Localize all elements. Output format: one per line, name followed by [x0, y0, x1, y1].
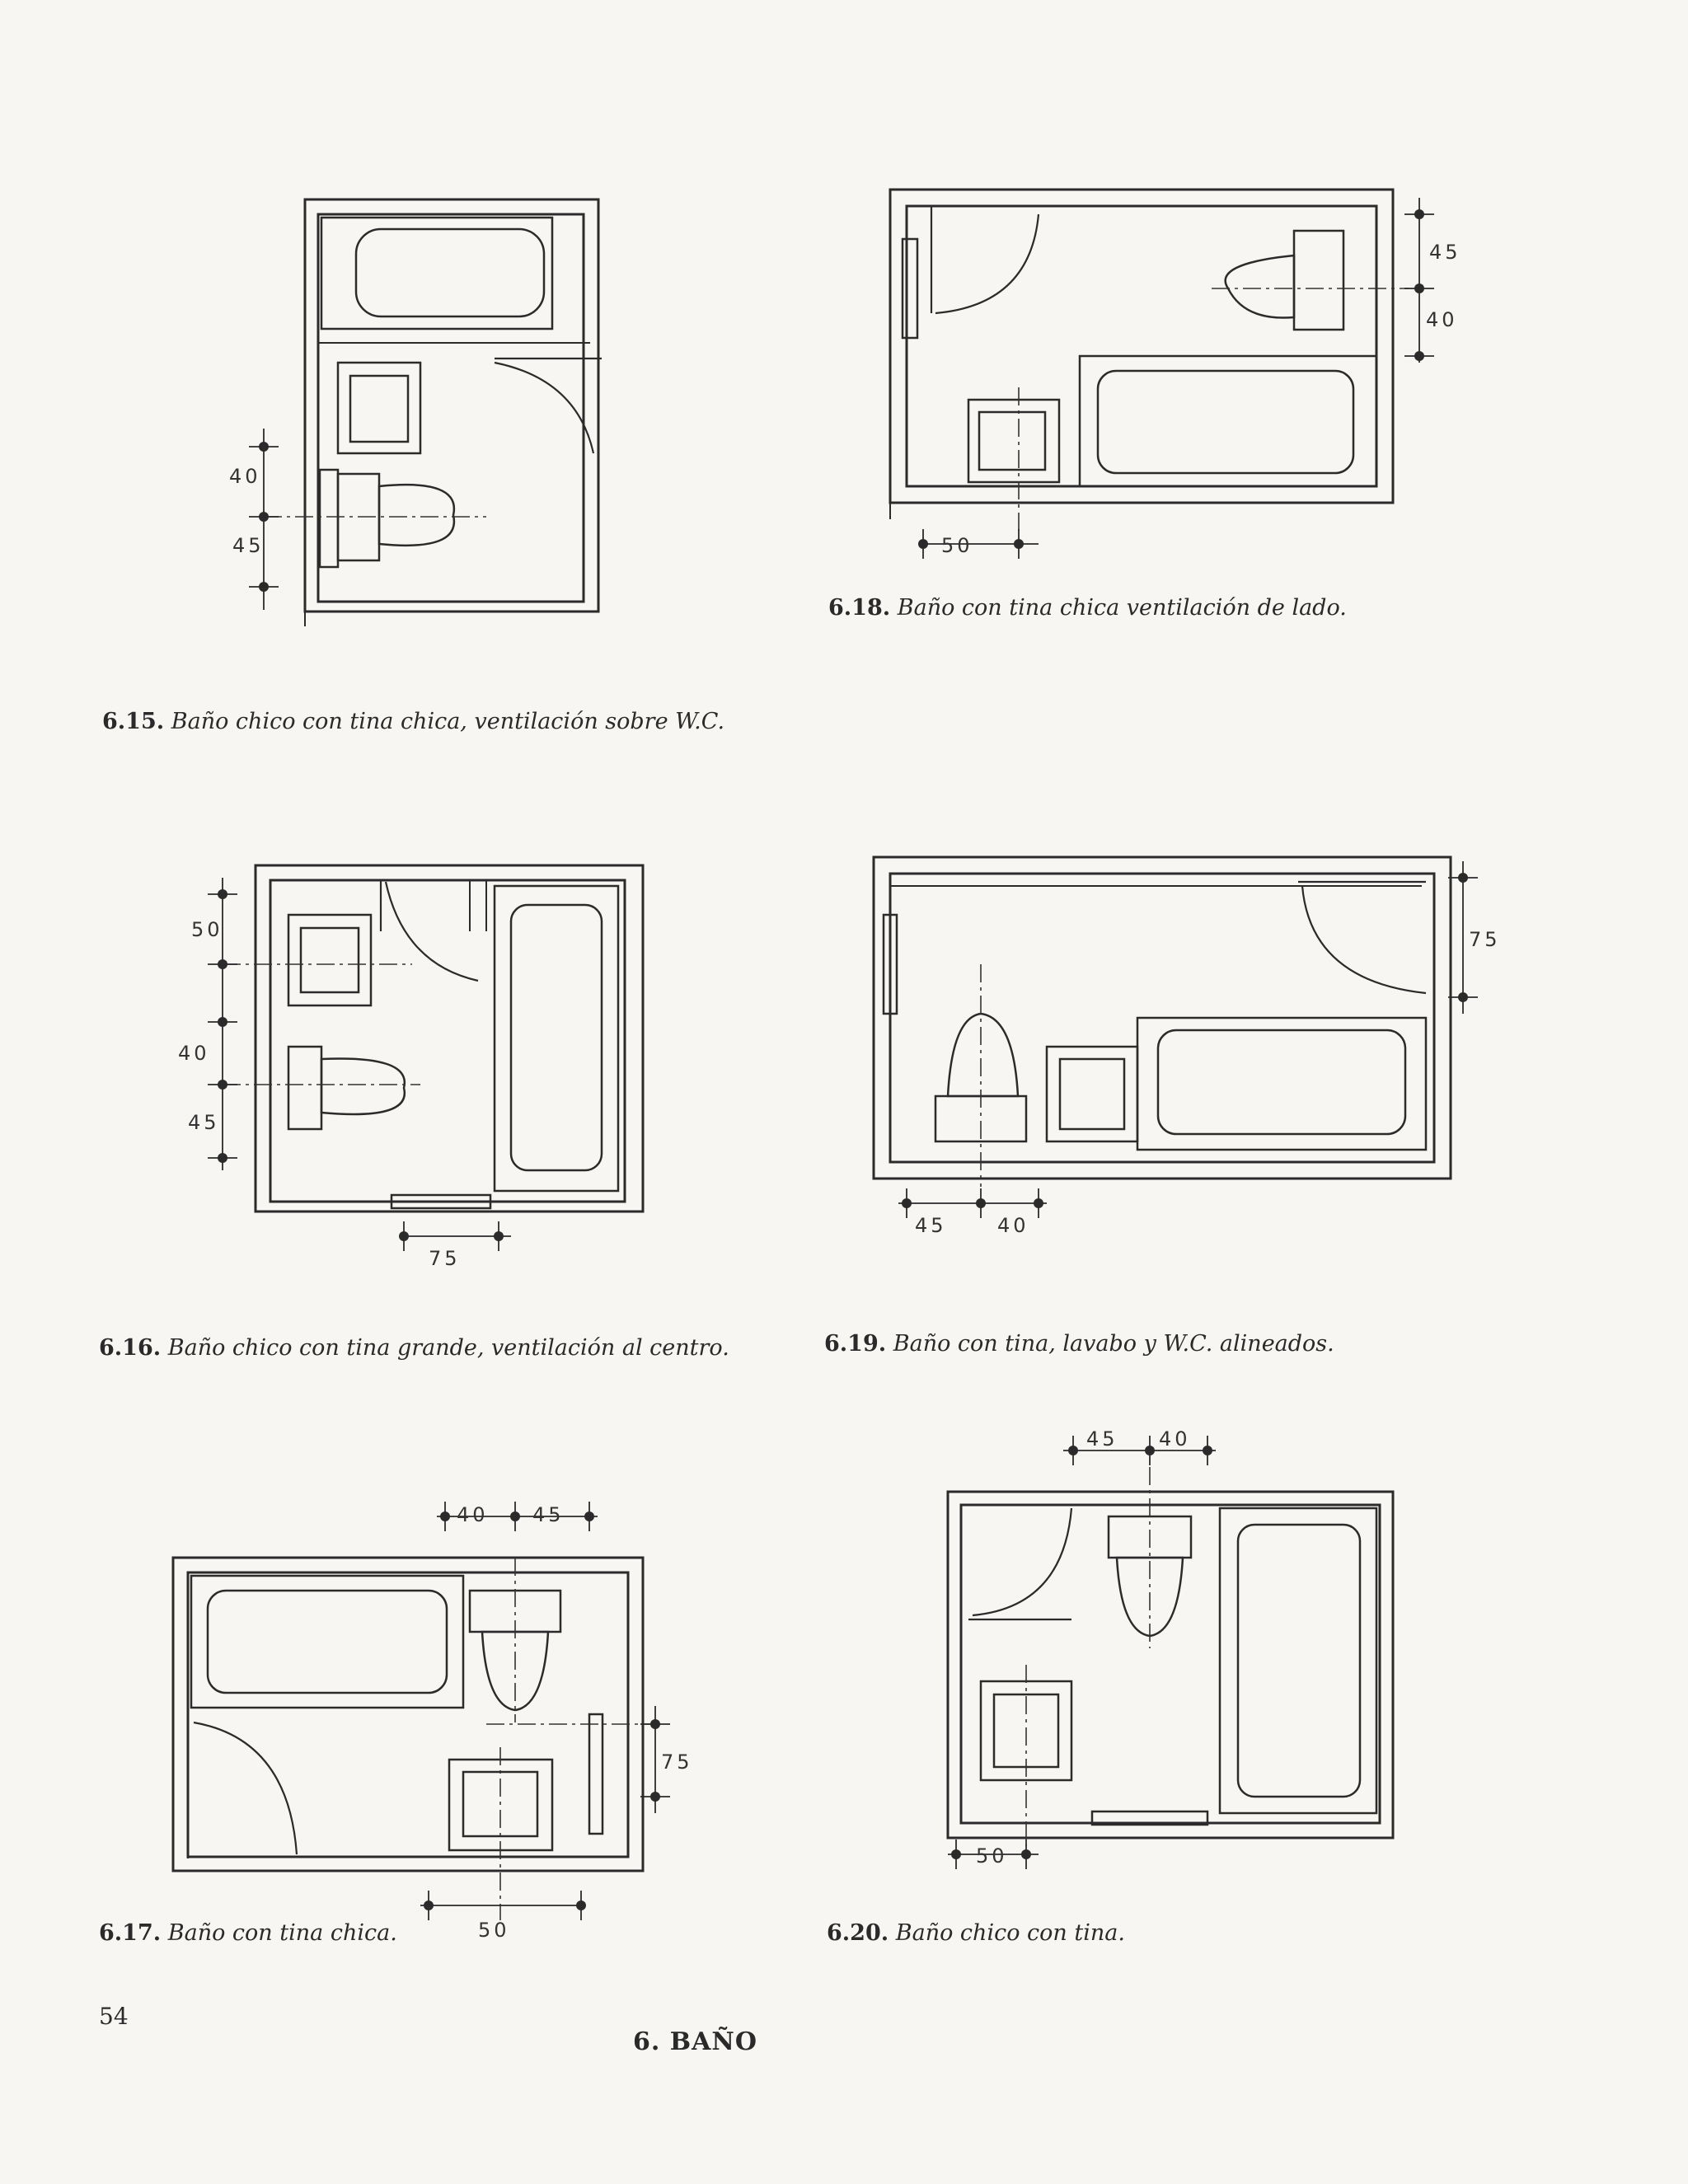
figure-number: 6.19. [824, 1331, 887, 1357]
section-title: 6. BAÑO [633, 2027, 757, 2056]
walls [874, 857, 1451, 1179]
dim-40: 40 [229, 465, 261, 488]
bathtub [318, 218, 590, 343]
dim-45: 45 [232, 534, 265, 557]
dimension-chain-bottom: 45 40 [898, 1188, 1047, 1237]
dim-40: 40 [1159, 1427, 1191, 1451]
dim-45: 45 [532, 1503, 565, 1526]
floorplan-6-20: 45 40 50 [915, 1418, 1409, 1879]
figure-title: Baño chico con tina. [895, 1920, 1125, 1946]
sink [338, 363, 420, 453]
dim-50: 50 [976, 1844, 1008, 1868]
dim-50: 50 [191, 918, 223, 941]
figure-number: 6.20. [827, 1920, 889, 1946]
floorplan-6-18: 45 40 50 [865, 173, 1475, 577]
door [968, 1508, 1071, 1619]
dim-75: 75 [429, 1247, 461, 1270]
caption-6-15: 6.15. Baño chico con tina chica, ventila… [102, 709, 724, 734]
walls [256, 865, 643, 1212]
dim-50: 50 [941, 534, 973, 557]
sink [288, 915, 371, 1005]
caption-6-17: 6.17. Baño con tina chica. [99, 1920, 397, 1946]
walls [948, 1492, 1393, 1838]
dim-45: 45 [188, 1111, 220, 1134]
dim-45: 45 [1429, 241, 1461, 264]
bathtub [495, 886, 618, 1191]
figure-number: 6.16. [99, 1335, 162, 1361]
dim-40: 40 [997, 1214, 1029, 1237]
floorplan-6-15: 40 45 [214, 181, 626, 643]
window [1092, 1811, 1207, 1825]
dimension-chain-bottom: 50 [918, 529, 1039, 559]
sink [968, 400, 1059, 482]
dimension-chain-bottom: 50 [420, 1891, 586, 1942]
floorplan-6-19: 75 45 40 [849, 841, 1508, 1253]
window [903, 239, 917, 338]
toilet [320, 470, 454, 567]
figure-title: Baño con tina chica. [167, 1920, 397, 1946]
door [495, 359, 602, 453]
dim-75: 75 [661, 1750, 693, 1774]
dimension-chain-right: 45 40 [1404, 198, 1461, 363]
door [381, 880, 478, 981]
figure-title: Baño chico con tina chica, ventilación s… [171, 709, 725, 734]
dim-45: 45 [915, 1214, 947, 1237]
walls [173, 1558, 643, 1871]
bathtub [1220, 1508, 1376, 1813]
dimension-chain-bottom: 50 [948, 1840, 1039, 1869]
page-number: 54 [99, 2003, 129, 2030]
sink [1047, 1047, 1137, 1141]
caption-6-18: 6.18. Baño con tina chica ventilación de… [828, 595, 1347, 621]
figure-number: 6.18. [828, 595, 891, 621]
figure-title: Baño con tina chica ventilación de lado. [897, 595, 1347, 621]
dim-40: 40 [1426, 308, 1458, 331]
bathtub [191, 1576, 463, 1708]
dim-75: 75 [1469, 928, 1501, 951]
walls [305, 199, 598, 626]
walls [890, 190, 1393, 519]
figure-number: 6.15. [102, 709, 165, 734]
dimension-chain-left: 50 40 45 [178, 878, 237, 1170]
caption-6-20: 6.20. Baño chico con tina. [827, 1920, 1125, 1946]
dimension-chain-top: 40 45 [437, 1502, 598, 1531]
door [931, 206, 1039, 313]
figure-title: Baño chico con tina grande, ventilación … [167, 1335, 729, 1361]
floorplan-6-17: 40 45 75 50 [157, 1492, 690, 1953]
figure-title: Baño con tina, lavabo y W.C. alineados. [893, 1331, 1334, 1357]
dimension-chain-right: 75 [640, 1706, 693, 1813]
bathtub [1080, 356, 1376, 486]
dimension-chain-bottom: 75 [399, 1221, 511, 1270]
window [884, 915, 897, 1014]
dim-40: 40 [457, 1503, 489, 1526]
dimension-chain: 40 45 [229, 429, 279, 610]
toilet [288, 1047, 405, 1129]
caption-6-16: 6.16. Baño chico con tina grande, ventil… [99, 1335, 729, 1361]
dimension-chain-right: 75 [1448, 861, 1501, 1014]
floorplan-6-16: 50 40 45 75 [165, 849, 676, 1277]
caption-6-19: 6.19. Baño con tina, lavabo y W.C. aline… [824, 1331, 1334, 1357]
dim-45: 45 [1086, 1427, 1118, 1451]
figure-number: 6.17. [99, 1920, 162, 1946]
dim-40: 40 [178, 1042, 210, 1065]
bathtub [1137, 1018, 1426, 1150]
dimension-chain-top: 45 40 [1063, 1427, 1216, 1465]
door [188, 1718, 297, 1858]
dim-50: 50 [478, 1919, 510, 1942]
window [589, 1714, 603, 1834]
door [1298, 882, 1426, 993]
toilet [1226, 231, 1343, 330]
window [392, 1195, 490, 1208]
